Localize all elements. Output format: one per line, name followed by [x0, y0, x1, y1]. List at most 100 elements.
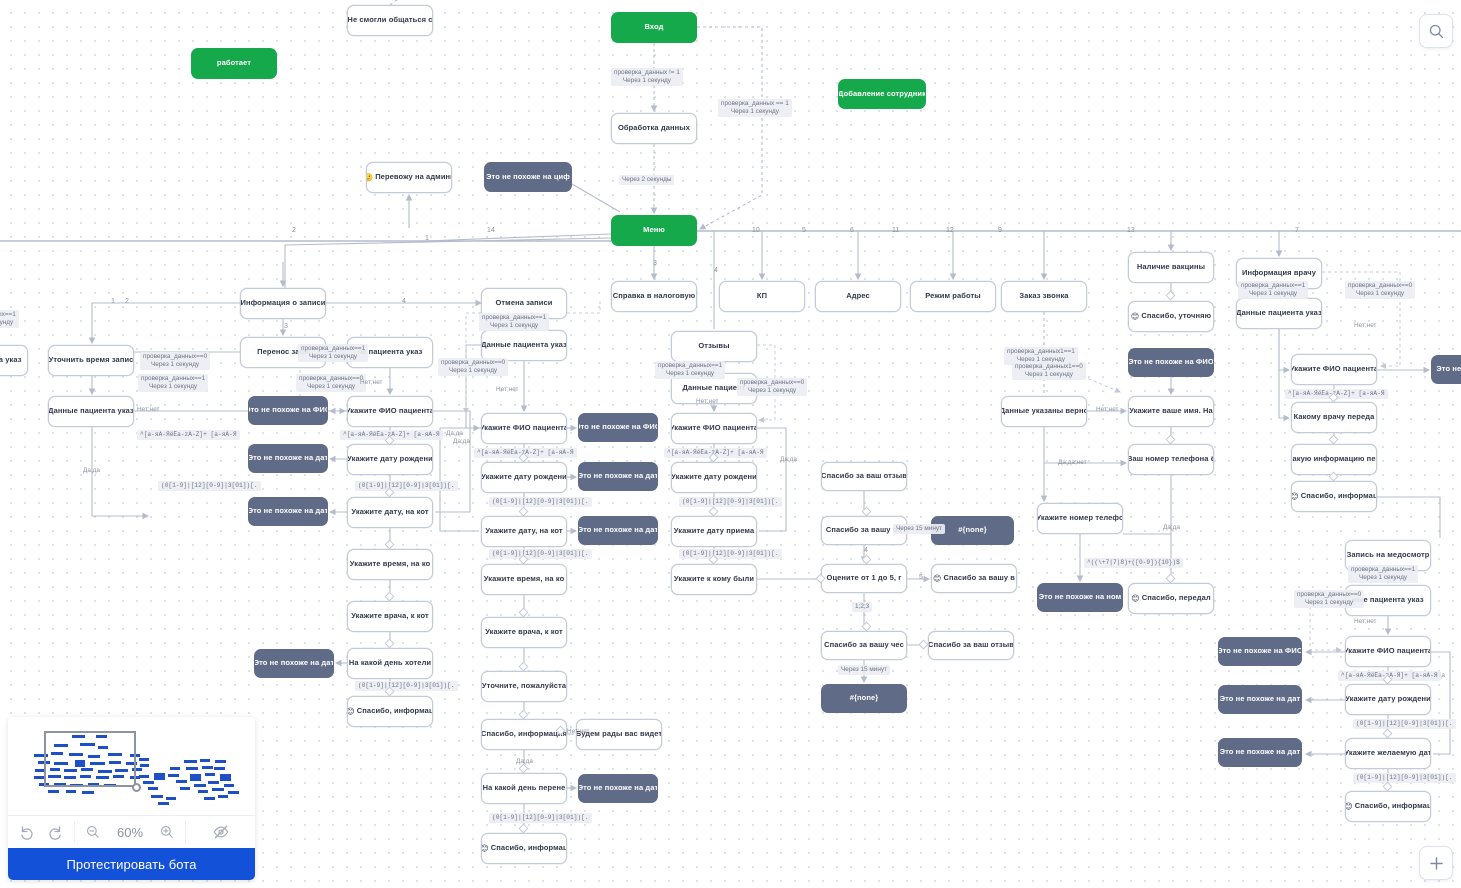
flow-node-dark_fio_c6[interactable]: Это не похоже н — [1431, 355, 1461, 384]
edge-diamond-handle[interactable] — [861, 506, 872, 517]
flow-node-dpu_perenos[interactable]: не пациента указ — [347, 337, 433, 368]
flow-node-vashe_imya[interactable]: Укажите ваше имя. На — [1128, 396, 1214, 427]
flow-node-menu[interactable]: Меню — [611, 215, 697, 246]
edge-diamond-handle[interactable] — [1328, 434, 1339, 445]
search-button[interactable] — [1419, 14, 1453, 48]
flow-node-budem_rady[interactable]: Будем рады вас видет — [576, 719, 662, 750]
flow-node-sp_vashu[interactable]: 😊Спасибо за вашу в — [931, 564, 1017, 593]
flow-node-datu_c2[interactable]: Укажите дату, на кот — [347, 497, 433, 528]
flow-node-sp_peredal[interactable]: 😊Спасибо, передал — [1128, 583, 1214, 614]
flow-node-adres[interactable]: Адрес — [815, 281, 901, 312]
flow-node-dark_denh_c3[interactable]: Это не похоже на дат — [578, 774, 658, 803]
flow-node-fio_c7[interactable]: Укажите ФИО пациента — [1345, 636, 1431, 667]
edge-diamond-handle[interactable] — [708, 452, 719, 463]
flow-node-info_zapis[interactable]: Информация о записи — [240, 288, 326, 319]
edge-diamond-handle[interactable] — [518, 709, 529, 720]
edge-diamond-handle[interactable] — [518, 763, 529, 774]
flow-node-kp[interactable]: КП — [719, 281, 805, 312]
edge-diamond-handle[interactable] — [384, 539, 395, 550]
flow-node-kakuyu_info[interactable]: Какую информацию пер — [1291, 444, 1377, 475]
edge-diamond-handle[interactable] — [384, 591, 395, 602]
toggle-visibility-button[interactable] — [212, 823, 230, 841]
edge-diamond-handle[interactable] — [384, 686, 395, 697]
flow-node-dp_otzyvy[interactable]: Данные пациент — [671, 373, 757, 404]
flow-node-nomer_tel_q[interactable]: Ваш номер телефона ё — [1128, 444, 1214, 475]
edge-diamond-handle[interactable] — [1165, 290, 1176, 301]
flow-node-dpu_med[interactable]: ные пациента указ — [1345, 585, 1431, 616]
flow-node-spasibo_c7[interactable]: 😊Спасибо, информац — [1345, 791, 1431, 822]
edge-diamond-handle[interactable] — [518, 452, 529, 463]
flow-node-ukazhite_nomer[interactable]: Укажите номер телефо — [1037, 503, 1123, 534]
flow-node-vrach_c2[interactable]: Укажите врача, к кот — [347, 601, 433, 632]
flow-node-spasibo_fin_c3[interactable]: 😊Спасибо, информац — [481, 833, 567, 864]
flow-node-nesmogli[interactable]: Не смогли общаться с — [347, 5, 433, 36]
minimap[interactable] — [8, 717, 255, 815]
flow-node-fio_c3[interactable]: Укажите ФИО пациента — [481, 413, 567, 444]
edge-diamond-handle[interactable] — [518, 607, 529, 618]
flow-node-dark_datu_c3[interactable]: Это не похоже на дат — [578, 516, 658, 545]
redo-button[interactable] — [47, 824, 64, 841]
flow-node-rabotaet[interactable]: работает — [191, 48, 277, 79]
edge-diamond-handle[interactable] — [1382, 674, 1393, 685]
flow-node-perenos[interactable]: Перенос запи — [240, 337, 326, 368]
flow-node-vrach_c3[interactable]: Укажите врача, к кот — [481, 617, 567, 648]
flow-node-sp_otzyv2[interactable]: Спасибо за ваш отзыв — [928, 631, 1014, 660]
edge-diamond-handle[interactable] — [518, 506, 529, 517]
flow-node-nepohozhe_cif[interactable]: Это не похоже на циф — [484, 162, 572, 192]
flow-node-dark_dat_c7[interactable]: Это не похоже на дат — [1218, 738, 1302, 767]
add-node-button[interactable] — [1419, 846, 1453, 880]
zoom-out-button[interactable] — [85, 824, 101, 840]
flow-node-dark_denh_c2[interactable]: Это не похоже на дат — [254, 649, 334, 678]
flow-node-priema_c4[interactable]: Укажите дату приема — [671, 516, 757, 547]
flow-node-sp_chest[interactable]: Спасибо за вашу чес — [821, 631, 907, 660]
flow-node-dark_nomer[interactable]: Это не похоже на ном — [1037, 583, 1123, 612]
flow-node-denh_c3[interactable]: На какой день перене — [481, 773, 567, 804]
flow-node-dark_fio_c3[interactable]: Это не похоже на ФИО — [578, 413, 658, 442]
flow-node-none2[interactable]: #{none} — [821, 684, 907, 713]
flow-node-dark_fio_c7[interactable]: Это не похоже на ФИО — [1218, 637, 1302, 666]
flow-node-dpu_left[interactable]: Данные пациента указ — [48, 396, 134, 427]
flow-node-edge_left_1[interactable]: нта указ — [0, 345, 28, 376]
flow-node-dr_c4[interactable]: Укажите дату рождени — [671, 462, 757, 493]
edge-diamond-handle[interactable] — [1382, 728, 1393, 739]
flow-node-vakcina[interactable]: Наличие вакцины — [1128, 252, 1214, 283]
edge-diamond-handle[interactable] — [861, 554, 872, 565]
flow-node-spasibo_inf_c3[interactable]: Спасибо, информация — [481, 719, 567, 750]
edge-diamond-handle[interactable] — [384, 638, 395, 649]
edge-diamond-handle[interactable] — [918, 639, 929, 650]
edge-diamond-handle[interactable] — [708, 506, 719, 517]
edge-diamond-handle[interactable] — [861, 621, 872, 632]
flow-node-dark_dr_c7[interactable]: Это не похоже на дат — [1218, 685, 1302, 714]
flow-node-zakaz[interactable]: Заказ звонка — [1001, 281, 1087, 312]
test-bot-button[interactable]: Протестировать бота — [8, 848, 255, 880]
flow-node-utochnit_vremya[interactable]: Уточнить время запис — [48, 345, 134, 376]
flow-node-vremya_c3[interactable]: Укажите время, на ко — [481, 564, 567, 595]
flow-node-otmena[interactable]: Отмена записи — [481, 288, 567, 319]
flow-node-utochnite_c3[interactable]: Уточните, пожалуйста — [481, 671, 567, 702]
edge-diamond-handle[interactable] — [518, 554, 529, 565]
edge-diamond-handle[interactable] — [1165, 573, 1176, 584]
flow-node-dark_dr_c3[interactable]: Это не похоже на дат — [578, 462, 658, 491]
flow-node-dark_fio_c5[interactable]: Это не похоже на ФИО — [1128, 348, 1214, 377]
flow-node-dpu_vrachu[interactable]: Данные пациента указ — [1236, 298, 1322, 329]
minimap-viewport[interactable] — [44, 731, 136, 787]
flow-node-perevozhu[interactable]: 🙂Перевожу на админи — [366, 162, 452, 193]
flow-node-otzyvy[interactable]: Отзывы — [671, 331, 757, 362]
flow-node-fio_c4[interactable]: Укажите ФИО пациента — [671, 413, 757, 444]
flow-node-dobavlenie[interactable]: Добавление сотрудник — [838, 79, 926, 109]
flow-node-dark_datu_c2[interactable]: Это не похоже на дат — [248, 497, 328, 526]
zoom-in-button[interactable] — [159, 824, 175, 840]
edge-diamond-handle[interactable] — [1382, 781, 1393, 792]
flow-node-fio_c2[interactable]: Укажите ФИО пациента — [347, 396, 433, 427]
flow-node-dannye_verno[interactable]: Данные указаны верно — [1001, 396, 1087, 427]
flow-node-medosmotr[interactable]: Запись на медосмотр — [1345, 540, 1431, 571]
flow-node-spasibo_c2[interactable]: 😊Спасибо, информац — [347, 696, 433, 727]
edge-diamond-handle[interactable] — [1328, 392, 1339, 403]
flow-node-komu_c4[interactable]: Укажите к кому были — [671, 564, 757, 595]
flow-node-obrabotka[interactable]: Обработка данных — [611, 113, 697, 144]
edge-diamond-handle[interactable] — [518, 823, 529, 834]
flow-node-komu_vrachu[interactable]: Какому врачу переда — [1291, 402, 1377, 433]
minimap-resize-handle[interactable] — [132, 783, 141, 792]
flow-node-vhod[interactable]: Вход — [611, 12, 697, 43]
